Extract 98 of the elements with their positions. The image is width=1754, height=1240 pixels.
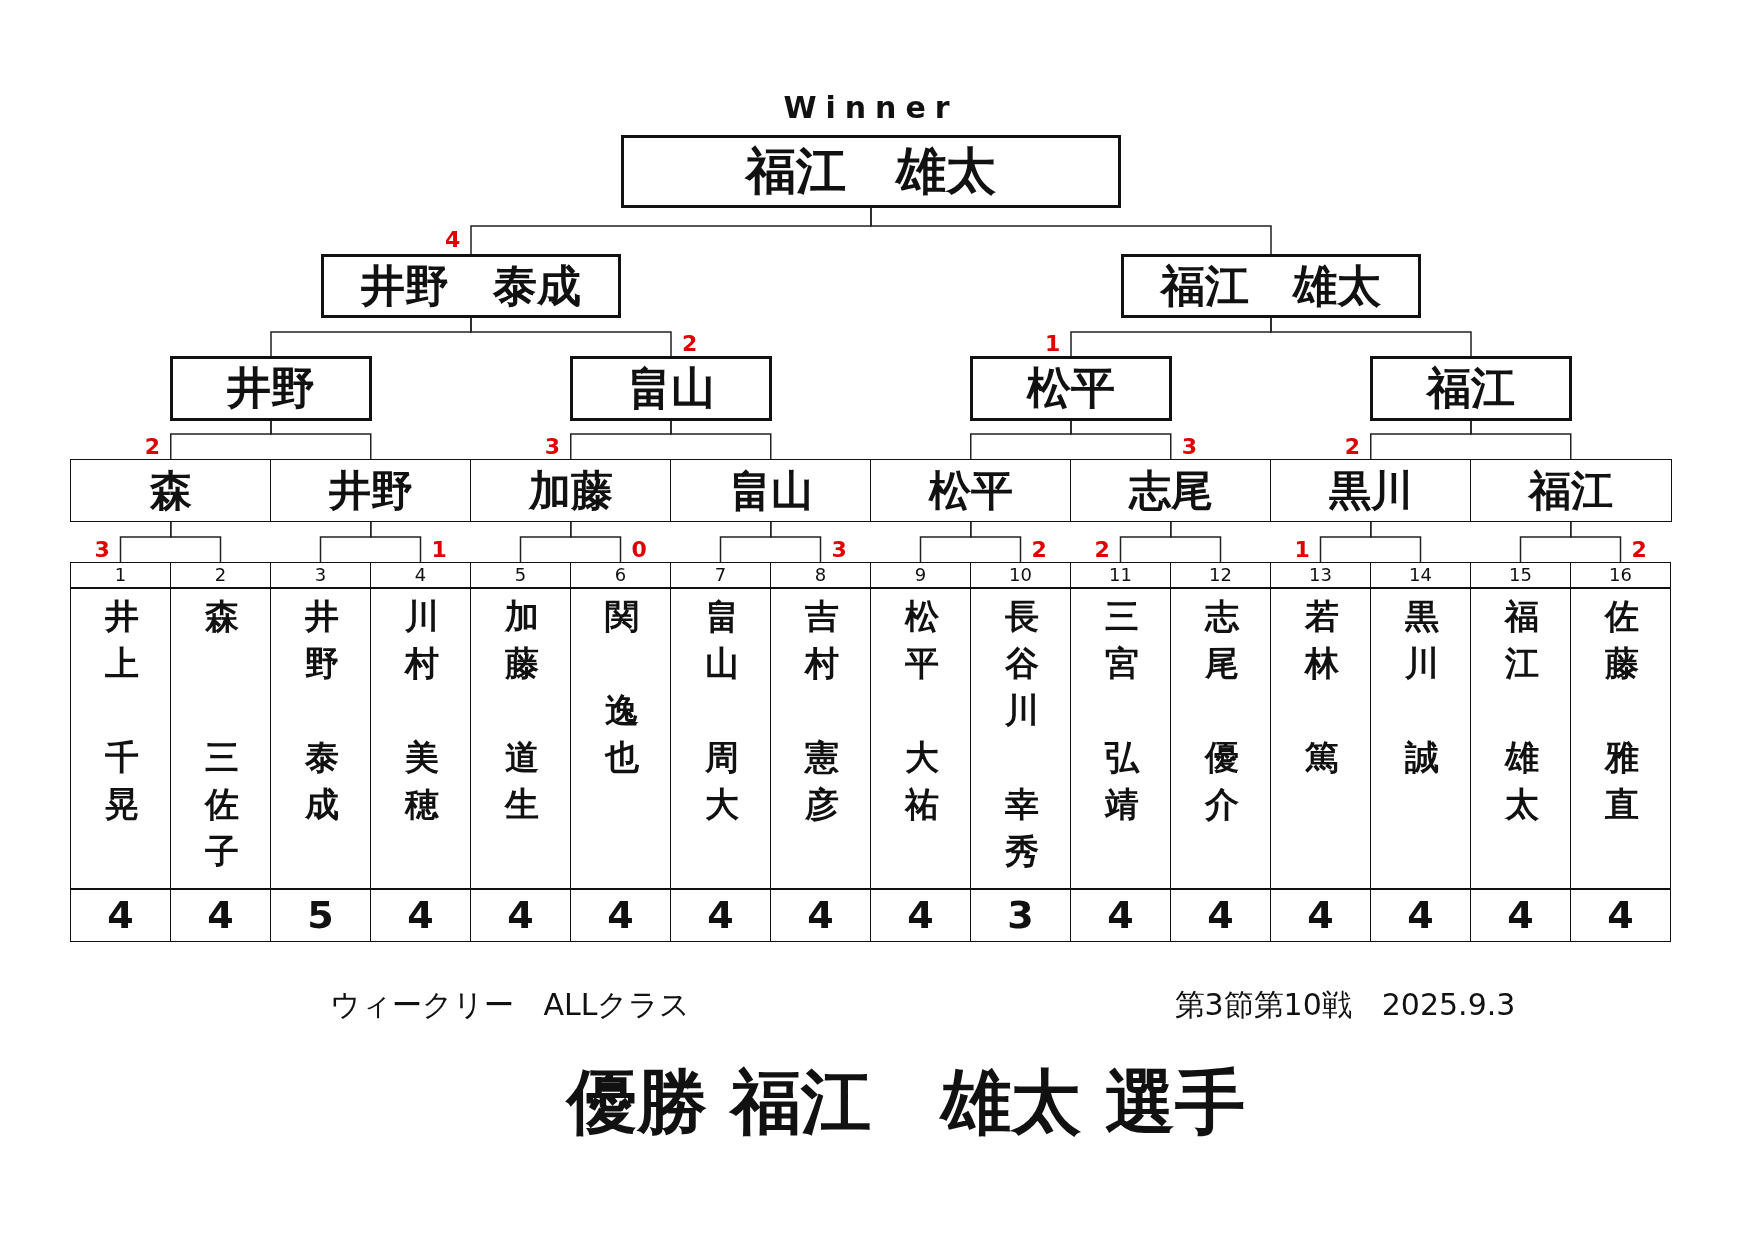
number-cell: 1	[70, 562, 171, 588]
info-text: 第3節第10戦 2025.9.3	[1174, 987, 1516, 1023]
number-cell: 11	[1070, 562, 1171, 588]
champion-text: 優勝 福江 雄太 選手	[566, 1060, 1246, 1144]
bracket-line	[770, 521, 822, 563]
given-name: 三佐子	[203, 736, 240, 873]
name-cell: 黒川	[1270, 459, 1472, 522]
given-name: 雄太	[1503, 736, 1540, 826]
name-cell: 井野	[270, 459, 472, 522]
score-cell: 4	[670, 889, 771, 942]
name-box: 福江 雄太	[621, 135, 1121, 208]
bracket-line	[1070, 420, 1172, 460]
score-cell: 4	[1470, 889, 1571, 942]
name-cell: 志尾	[1070, 459, 1272, 522]
score-cell: 4	[1270, 889, 1371, 942]
name-box: 畠山	[570, 356, 772, 421]
bracket-line	[270, 420, 372, 460]
family-name: 佐藤	[1603, 595, 1640, 685]
score-cell: 4	[570, 889, 671, 942]
family-name: 長谷川	[1003, 595, 1040, 732]
number-cell: 10	[970, 562, 1071, 588]
given-name: 千晃	[103, 736, 140, 826]
bracket-line	[970, 521, 1022, 563]
score-cell: 4	[1570, 889, 1671, 942]
given-name: 美穂	[403, 736, 440, 826]
score-cell: 3	[970, 889, 1071, 942]
number-cell: 4	[370, 562, 471, 588]
family-name: 若林	[1303, 595, 1340, 685]
number-cell: 5	[470, 562, 571, 588]
bracket-line	[1170, 521, 1222, 563]
name-cell: 森	[70, 459, 272, 522]
bracket-line	[570, 521, 622, 563]
given-name: 周大	[703, 736, 740, 826]
given-name: 雅直	[1603, 736, 1640, 826]
info-text: ウィークリー ALLクラス	[329, 987, 691, 1023]
given-name: 弘靖	[1103, 736, 1141, 826]
family-name: 関	[603, 595, 640, 638]
score-cell: 4	[70, 889, 171, 942]
family-name: 黒川	[1403, 595, 1440, 685]
given-name: 道生	[503, 736, 540, 826]
bracket-line	[470, 317, 672, 357]
family-name: 井野	[303, 595, 340, 685]
bracket-line	[370, 521, 422, 563]
number-cell: 3	[270, 562, 371, 588]
score-cell: 4	[1070, 889, 1171, 942]
score-cell: 4	[870, 889, 971, 942]
bracket-line	[1370, 521, 1422, 563]
number-cell: 12	[1170, 562, 1271, 588]
number-cell: 8	[770, 562, 871, 588]
given-name: 憲彦	[803, 736, 840, 826]
score-cell: 5	[270, 889, 371, 942]
bracket-line	[170, 521, 222, 563]
score-cell: 4	[770, 889, 871, 942]
family-name: 松平	[903, 595, 940, 685]
name-cell: 畠山	[670, 459, 872, 522]
number-cell: 13	[1270, 562, 1371, 588]
name-cell: 福江	[1470, 459, 1672, 522]
score-cell: 4	[170, 889, 271, 942]
name-box: 福江	[1370, 356, 1572, 421]
name-box: 松平	[970, 356, 1172, 421]
family-name: 志尾	[1203, 595, 1240, 685]
family-name: 吉村	[803, 595, 840, 685]
number-cell: 15	[1470, 562, 1571, 588]
name-cell: 松平	[870, 459, 1072, 522]
name-box: 井野	[170, 356, 372, 421]
bracket-line	[1570, 521, 1622, 563]
given-name: 逸也	[603, 689, 640, 779]
heading: Winner	[782, 90, 960, 126]
name-cell: 加藤	[470, 459, 672, 522]
given-name: 幸秀	[1003, 783, 1040, 873]
family-name: 森	[203, 595, 240, 638]
number-cell: 16	[1570, 562, 1671, 588]
number-cell: 9	[870, 562, 971, 588]
name-box: 福江 雄太	[1121, 254, 1421, 318]
family-name: 三宮	[1103, 595, 1140, 685]
given-name: 大祐	[903, 736, 940, 826]
bracket-line	[1270, 317, 1472, 357]
family-name: 加藤	[503, 595, 540, 685]
given-name: 篤	[1303, 736, 1340, 779]
number-cell: 6	[570, 562, 671, 588]
number-cell: 2	[170, 562, 271, 588]
given-name: 優介	[1203, 736, 1240, 826]
number-cell: 7	[670, 562, 771, 588]
family-name: 井上	[103, 595, 140, 685]
score-cell: 4	[1370, 889, 1471, 942]
score-cell: 4	[370, 889, 471, 942]
given-name: 泰成	[303, 736, 340, 826]
family-name: 川村	[403, 595, 440, 685]
bracket-line	[1470, 420, 1572, 460]
score-cell: 4	[470, 889, 571, 942]
name-box: 井野 泰成	[321, 254, 621, 318]
family-name: 福江	[1503, 595, 1540, 685]
family-name: 畠山	[703, 595, 740, 685]
number-cell: 14	[1370, 562, 1471, 588]
given-name: 誠	[1403, 736, 1440, 779]
bracket-line	[670, 420, 772, 460]
bracket-line	[870, 207, 1272, 255]
score-cell: 4	[1170, 889, 1271, 942]
